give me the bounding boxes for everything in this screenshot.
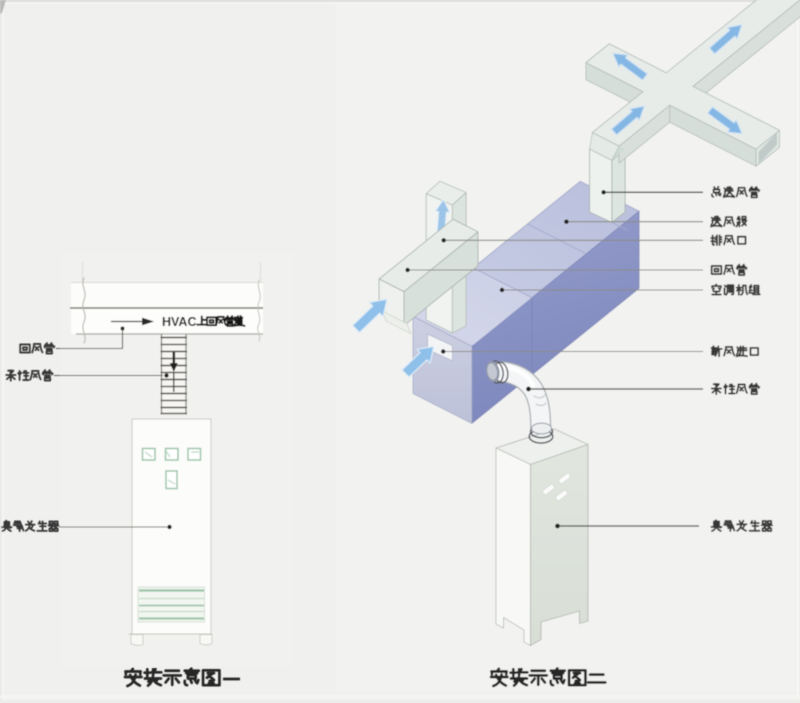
svg-text:HVAC: HVAC	[162, 315, 197, 329]
